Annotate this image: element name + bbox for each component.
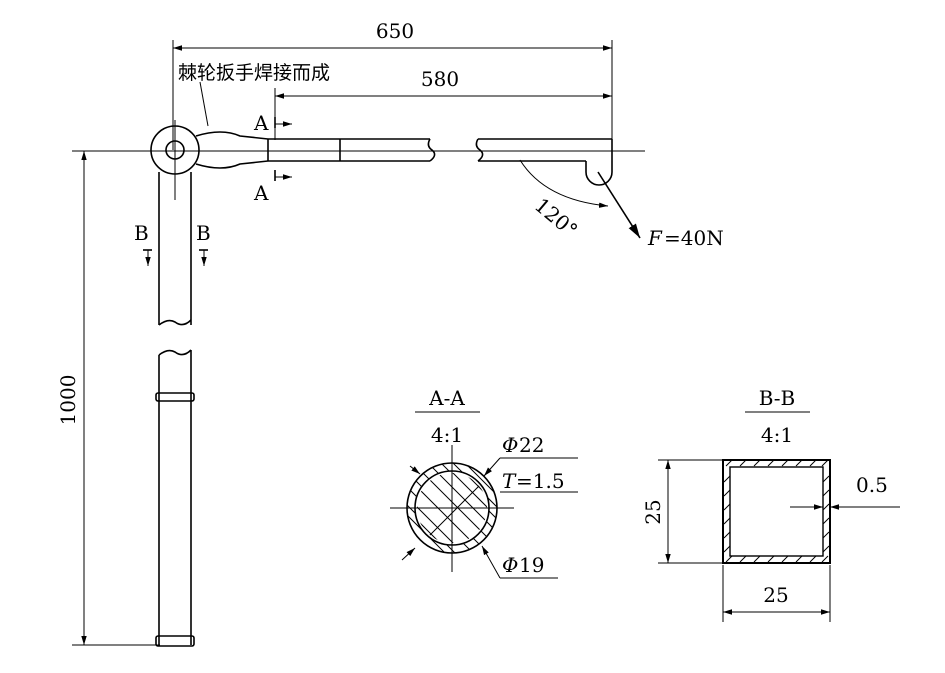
- section-bb-height: 25: [641, 499, 665, 524]
- handle-tube: [268, 138, 613, 186]
- section-bb-scale: 4:1: [761, 423, 793, 447]
- ratchet-head: [75, 125, 645, 175]
- dim-1000: 1000: [56, 150, 160, 646]
- angle-label: 120°: [530, 193, 582, 242]
- section-b-left-label: B: [134, 221, 149, 245]
- inner-diameter-value: 19: [519, 553, 544, 577]
- dim-580: 580: [274, 67, 612, 140]
- section-aa: A-A 4:1: [390, 386, 578, 579]
- angle-annotation: 120°: [519, 159, 609, 242]
- dim-650: 650: [172, 19, 613, 150]
- outer-diameter-value: 22: [519, 433, 544, 457]
- dim-650-label: 650: [376, 19, 414, 43]
- section-bb-wall: 0.5: [856, 473, 888, 497]
- outer-diameter-symbol: Φ: [502, 433, 518, 457]
- force-arrow: F =40N: [597, 171, 724, 250]
- dim-580-label: 580: [421, 67, 459, 91]
- section-mark-a: A A: [253, 111, 292, 205]
- weld-note: 棘轮扳手焊接而成: [178, 62, 330, 84]
- weld-leader: [199, 81, 209, 127]
- vertical-tube: [155, 120, 195, 647]
- dim-1000-label: 1000: [56, 375, 80, 426]
- inner-diameter-symbol: Φ: [502, 553, 518, 577]
- thickness-symbol: T: [502, 469, 517, 493]
- section-bb: B-B 4:1 25 25: [641, 386, 900, 622]
- force-symbol: F: [647, 226, 663, 250]
- section-b-right-label: B: [196, 221, 211, 245]
- force-value: =40N: [664, 226, 724, 250]
- section-aa-scale: 4:1: [431, 423, 463, 447]
- section-mark-b: B B: [134, 221, 211, 266]
- section-a-bottom-label: A: [253, 181, 269, 205]
- section-aa-title: A-A: [428, 386, 465, 410]
- section-bb-title: B-B: [759, 386, 796, 410]
- thickness-value: =1.5: [516, 469, 565, 493]
- section-a-top-label: A: [253, 111, 269, 135]
- section-bb-width: 25: [763, 583, 788, 607]
